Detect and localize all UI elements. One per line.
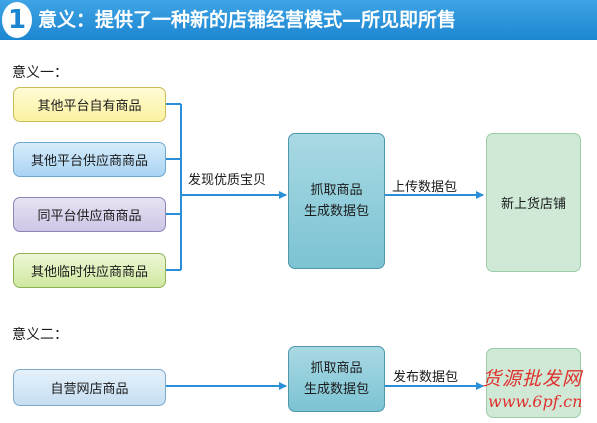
process-box-1-line-2: 生成数据包 (303, 204, 369, 219)
watermark-line-2: www.6pf.cn (488, 392, 583, 411)
source-box-3: 同平台供应商商品 (13, 197, 166, 232)
edge-label-publish: 发布数据包 (393, 370, 459, 385)
edge-label-upload: 上传数据包 (392, 180, 458, 195)
process-box-1-line-1: 抓取商品 (310, 183, 363, 198)
target-box-2 (486, 348, 581, 418)
watermark: 货源批发网 www.6pf.cn (480, 362, 597, 423)
source-box-self: 自营网店商品 (13, 369, 166, 406)
process-box-2: 抓取商品 生成数据包 (288, 346, 385, 412)
watermark-line-1: 货源批发网 (482, 368, 583, 390)
process-box-1: 抓取商品 生成数据包 (288, 133, 385, 269)
title-banner: 1 意义：提供了一种新的店铺经营模式—所见即所售 (0, 0, 597, 40)
step-number-badge: 1 (2, 2, 32, 38)
process-box-2-line-1: 抓取商品 (310, 361, 363, 376)
section-label-1: 意义一： (12, 65, 68, 81)
edge-label-discover: 发现优质宝贝 (188, 173, 267, 188)
process-box-2-line-2: 生成数据包 (303, 382, 369, 397)
section-label-2: 意义二： (12, 327, 68, 343)
target-box-1: 新上货店铺 (486, 133, 581, 272)
source-box-4: 其他临时供应商商品 (13, 253, 166, 288)
source-box-1: 其他平台自有商品 (13, 87, 166, 122)
banner-title: 意义：提供了一种新的店铺经营模式—所见即所售 (38, 9, 457, 31)
source-box-2: 其他平台供应商商品 (13, 142, 166, 177)
